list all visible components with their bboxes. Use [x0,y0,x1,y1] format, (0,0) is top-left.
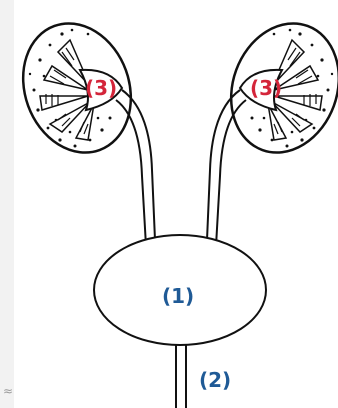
right-kidney-label: (3) [250,78,282,98]
corner-mark: ≈ [3,384,13,398]
bladder-label: (1) [162,286,194,306]
left-kidney-label: (3) [85,78,117,98]
urethra-label: (2) [199,370,231,390]
